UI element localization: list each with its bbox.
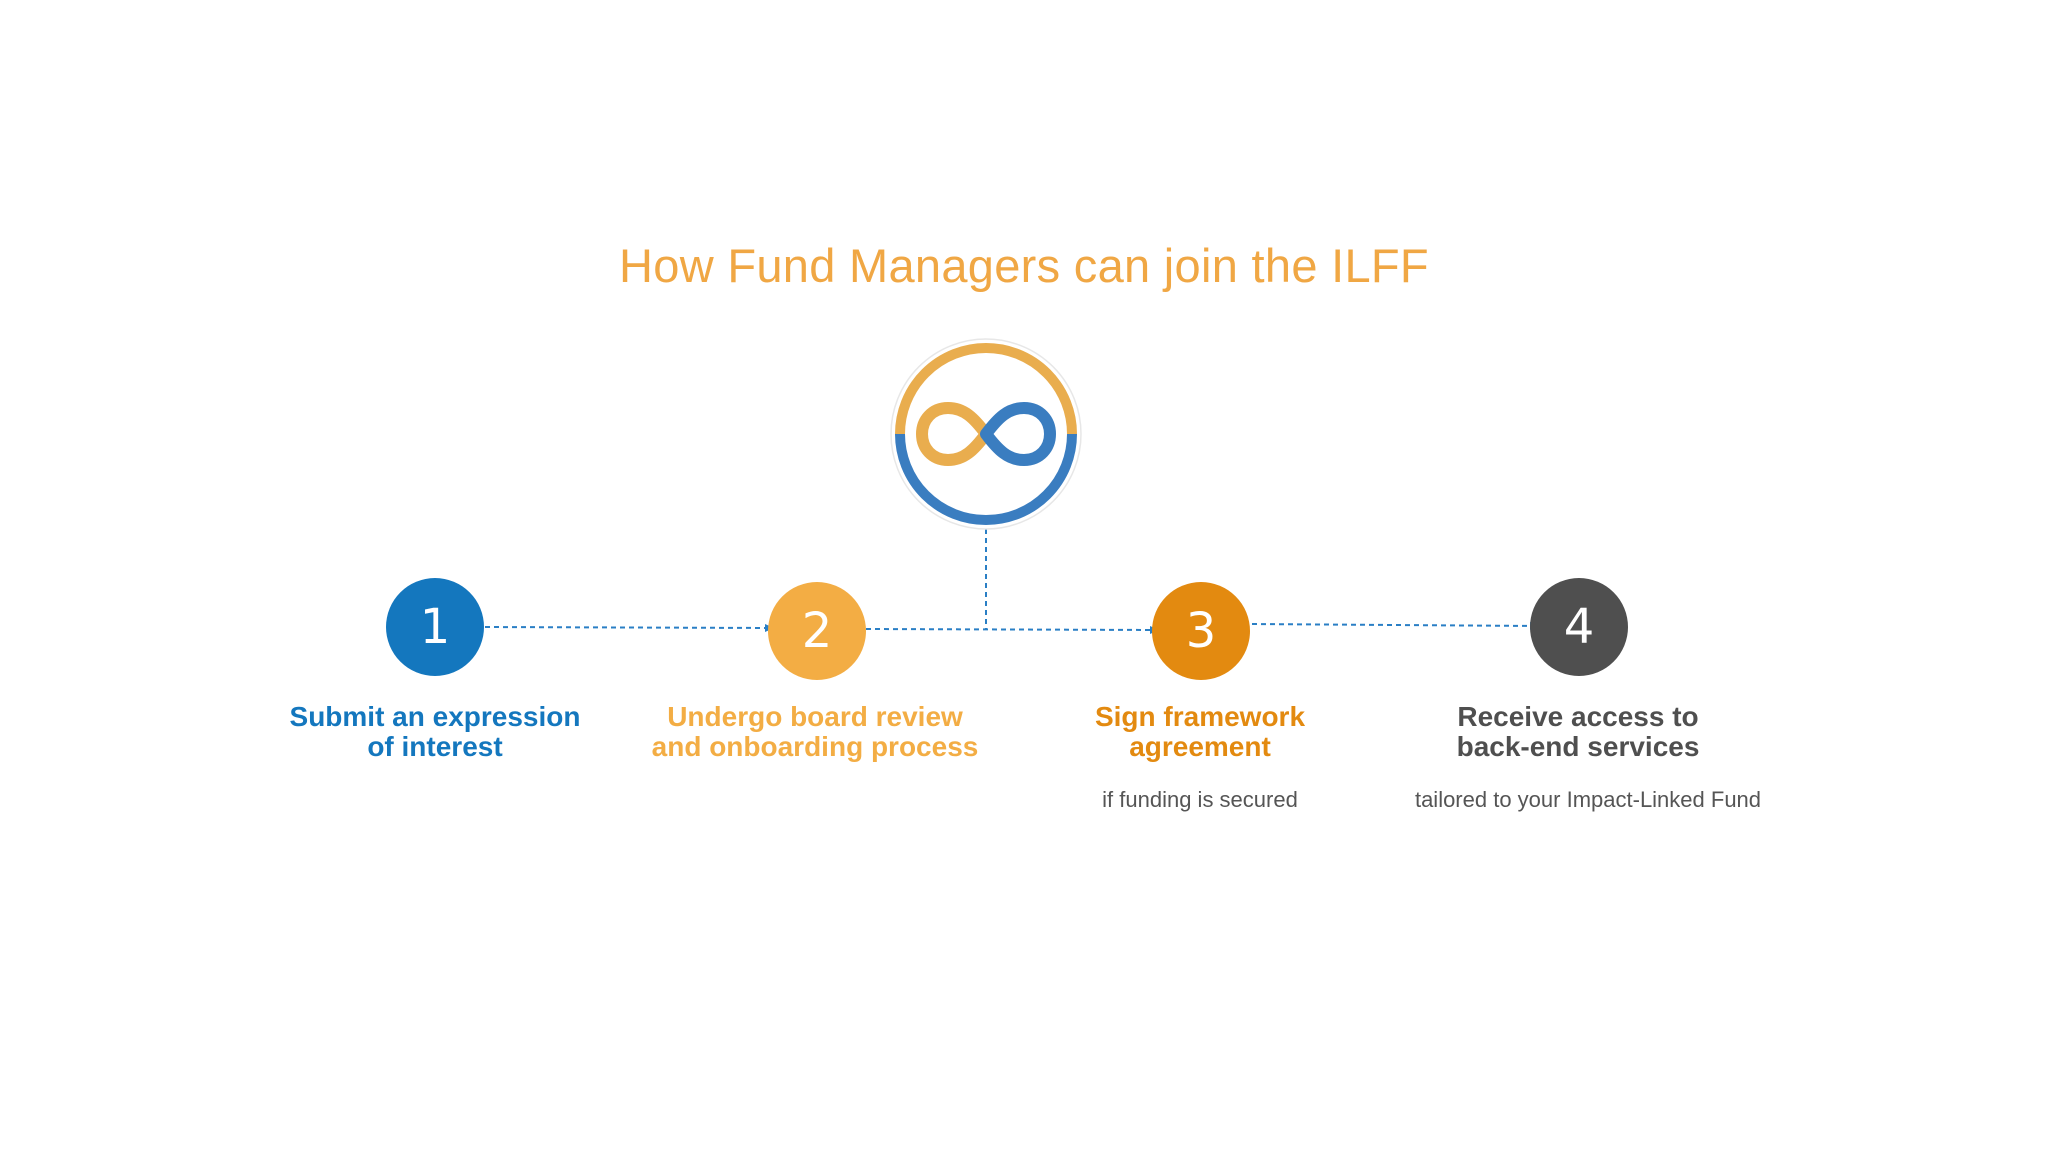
connector-2-3 [865,625,1159,634]
step-1-title-line1: Submit an expression [289,701,581,732]
step-1-title: Submit an expression of interest [225,702,645,762]
step-2-title: Undergo board review and onboarding proc… [605,702,1025,762]
step-4-title: Receive access to back-end services [1368,702,1788,762]
step-2-title-line1: Undergo board review [667,701,963,732]
step-2-title-line2: and onboarding process [651,731,979,762]
step-4-note: tailored to your Impact-Linked Fund [1414,787,1762,812]
step-3-title: Sign framework agreement [990,702,1410,762]
infinity-loop-logo-icon [890,338,1082,530]
step-2-circle: 2 [768,582,866,680]
step-3-note: if funding is secured [1102,787,1298,812]
step-4-circle: 4 [1530,578,1628,676]
step-1-title-line2: of interest [367,731,503,762]
step-4-title-line1: Receive access to [1457,701,1699,732]
connector-1-2 [484,623,774,632]
page-title: How Fund Managers can join the ILFF [619,239,1429,292]
step-3-title-line2: agreement [1129,731,1271,762]
step-3-circle: 3 [1152,582,1250,680]
connector-3-4 [1251,621,1539,630]
step-3-title-line1: Sign framework [1094,701,1306,732]
step-4-title-line2: back-end services [1456,731,1700,762]
step-1-circle: 1 [386,578,484,676]
